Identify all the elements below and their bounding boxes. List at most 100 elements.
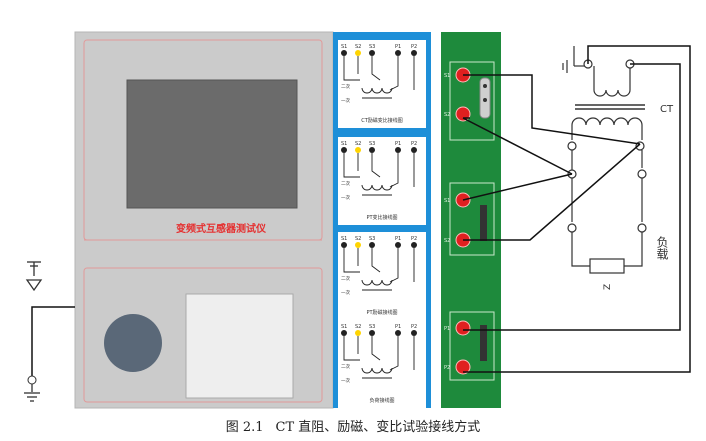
subpanel-terminal <box>369 330 375 336</box>
subpanel-terminal-label: S1 <box>341 141 347 147</box>
ground-symbol-bottom <box>24 384 40 402</box>
subpanel-terminal <box>411 242 417 248</box>
subpanel-terminal-label: S1 <box>341 324 347 330</box>
subpanel-terminal <box>341 242 347 248</box>
subpanel-terminal-label: S1 <box>341 44 347 50</box>
green-terminal-jack[interactable] <box>455 320 471 336</box>
subpanel-schematic <box>343 248 415 283</box>
ct-label: CT <box>660 104 674 115</box>
green-terminal-box <box>449 61 495 141</box>
terminal-strip <box>480 325 487 361</box>
subpanel-terminal-label: P1 <box>395 141 401 147</box>
green-terminal-box <box>449 182 495 256</box>
subpanel-terminal <box>411 147 417 153</box>
subpanel-coil <box>361 279 393 286</box>
instrument-title: 变频式互感器测试仪 <box>176 222 267 235</box>
subpanel-terminal-label: P2 <box>411 236 417 242</box>
subpanel-terminal-label: S3 <box>369 141 375 147</box>
subpanel-terminal <box>395 330 401 336</box>
subpanel-terminal-label: S2 <box>355 44 361 50</box>
load-resistor-label: Z <box>603 284 613 290</box>
subpanel-terminal <box>341 330 347 336</box>
green-terminal-jack[interactable] <box>455 106 471 122</box>
green-terminal-label: S2 <box>444 238 450 244</box>
figure-caption: 图 2.1 CT 直阻、励磁、变比试验接线方式 <box>0 416 706 435</box>
subpanel-terminal-label: P1 <box>395 236 401 242</box>
subpanel-terminal <box>369 147 375 153</box>
subpanel-terminal <box>341 50 347 56</box>
subpanel-side-label: 二次 <box>341 363 350 370</box>
subpanel-terminal-label: S3 <box>369 236 375 242</box>
subpanel-terminal-label: P1 <box>395 44 401 50</box>
subpanel-terminal-label: P1 <box>395 324 401 330</box>
subpanel-terminal-label: S2 <box>355 141 361 147</box>
subpanel-label: 负荷接线图 <box>369 397 394 404</box>
power-knob[interactable] <box>104 314 162 372</box>
subpanel-side-label: 二次 <box>341 83 350 90</box>
subpanel-schematic <box>343 153 415 188</box>
subpanel-side-label: 一次 <box>341 377 350 384</box>
subpanel-side-label: 一次 <box>341 194 350 201</box>
printer-panel <box>185 293 294 399</box>
subpanel-schematic <box>343 56 415 91</box>
subpanel-label: PT变比接线图 <box>366 214 397 221</box>
subpanel-schematic <box>343 336 415 371</box>
subpanel-terminal-label: S2 <box>355 324 361 330</box>
green-terminal-panel <box>441 32 501 408</box>
ground-terminal <box>27 375 37 385</box>
subpanel-label: PT励磁接线图 <box>366 309 397 316</box>
green-terminal-jack[interactable] <box>455 359 471 375</box>
subpanel-terminal <box>355 50 361 56</box>
green-terminal-box <box>449 311 495 381</box>
subpanel-label: CT励磁变比接线图 <box>361 117 403 124</box>
switch-dot <box>483 98 487 102</box>
circuit-terminal <box>567 141 577 151</box>
subpanel-terminal-label: P2 <box>411 324 417 330</box>
load-label: 负载 <box>655 236 669 261</box>
figure-title: CT 直阻、励磁、变比试验接线方式 <box>275 420 481 435</box>
subpanel-side-label: 二次 <box>341 275 350 282</box>
subpanel-terminal <box>355 147 361 153</box>
subpanel-terminal <box>411 50 417 56</box>
subpanel-side-label: 一次 <box>341 97 350 104</box>
ground-wire <box>31 306 75 378</box>
terminal-strip <box>480 205 487 241</box>
test-wires <box>462 45 691 373</box>
instrument-bottom-frame <box>83 267 323 403</box>
subpanel-terminal <box>395 242 401 248</box>
subpanel-terminal-label: S2 <box>355 236 361 242</box>
green-terminal-label: P2 <box>444 365 450 371</box>
switch-dot <box>483 84 487 88</box>
subpanel-terminal <box>369 242 375 248</box>
green-terminal-label: P1 <box>444 326 450 332</box>
subpanel-side-label: 二次 <box>341 180 350 187</box>
subpanel-background <box>338 40 426 128</box>
circuit-terminal <box>567 223 577 233</box>
subpanel-coil <box>361 367 393 374</box>
subpanel-terminal-label: S1 <box>341 236 347 242</box>
circuit-terminal <box>637 223 647 233</box>
ground-left <box>25 261 43 292</box>
subpanel-terminal-label: S3 <box>369 324 375 330</box>
subpanel-coil <box>361 87 393 94</box>
subpanel-terminal-label: P2 <box>411 44 417 50</box>
subpanel-side-label: 一次 <box>341 289 350 296</box>
subpanel-background <box>338 137 426 225</box>
lcd-screen <box>126 79 298 209</box>
circuit-terminal <box>637 169 647 179</box>
green-terminal-label: S1 <box>444 73 450 79</box>
subpanel-terminal-label: P2 <box>411 141 417 147</box>
subpanel-terminal-label: S3 <box>369 44 375 50</box>
green-terminal-label: S1 <box>444 198 450 204</box>
green-terminal-label: S2 <box>444 112 450 118</box>
subpanel-terminal <box>369 50 375 56</box>
figure-number: 图 2.1 <box>225 420 264 435</box>
subpanel-terminal <box>395 50 401 56</box>
subpanel-terminal <box>395 147 401 153</box>
subpanel-terminal <box>355 330 361 336</box>
